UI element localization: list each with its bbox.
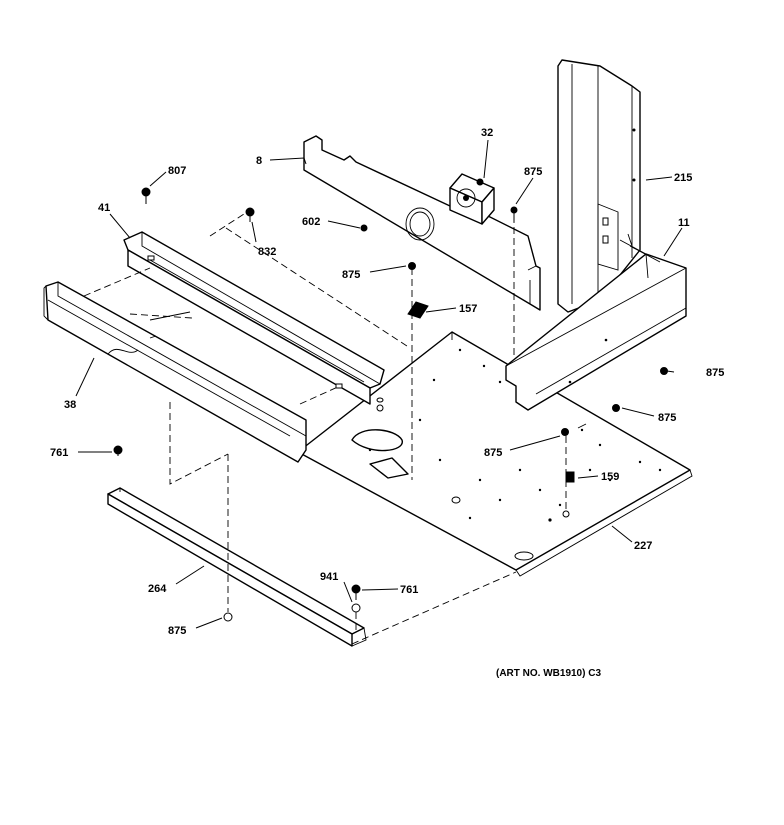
- screw-602-icon: [360, 224, 368, 232]
- callout-875-top: 875: [524, 166, 542, 178]
- screw-875-top-icon: [510, 206, 518, 222]
- callout-157: 157: [459, 303, 477, 315]
- callout-875-right2: 875: [658, 412, 676, 424]
- screw-832-icon: [245, 207, 255, 222]
- callout-875-bottom: 875: [168, 625, 186, 637]
- control-panel-38: [43, 281, 307, 463]
- callout-875-center: 875: [484, 447, 502, 459]
- fan-32: [449, 173, 495, 225]
- callout-875-mid: 875: [342, 269, 360, 281]
- callout-32: 32: [481, 127, 493, 139]
- callout-41: 41: [98, 202, 110, 214]
- callout-832: 832: [258, 246, 276, 258]
- callout-8: 8: [256, 155, 262, 167]
- callout-227: 227: [634, 540, 652, 552]
- callout-159: 159: [601, 471, 619, 483]
- art-number: (ART NO. WB1910) C3: [496, 668, 601, 679]
- side-rail-11: [505, 233, 687, 411]
- screw-761-bottom-icon: [351, 584, 361, 600]
- callout-38: 38: [64, 399, 76, 411]
- screw-875-right1-icon: [660, 367, 675, 375]
- callout-807: 807: [168, 165, 186, 177]
- leader-lines: [75, 139, 683, 629]
- screw-875-mid-icon: [408, 262, 416, 270]
- pan-dots: [368, 348, 662, 522]
- screw-875-center-icon: [561, 428, 569, 436]
- base-pan-227: [297, 331, 693, 577]
- callouts: 8 32 807 875 215 41 602 11 832 875 157 3…: [50, 127, 724, 637]
- screw-875-right2-icon: [612, 404, 620, 412]
- screw-875-bottom-icon: [223, 612, 233, 622]
- callout-761-bottom: 761: [400, 584, 418, 596]
- assembly-lines: [83, 213, 567, 645]
- callout-602: 602: [302, 216, 320, 228]
- fasteners: [113, 187, 675, 622]
- callout-941: 941: [320, 571, 338, 583]
- callout-264: 264: [148, 583, 167, 595]
- callout-11: 11: [678, 217, 690, 229]
- callout-761-left: 761: [50, 447, 68, 459]
- screw-807-icon: [141, 187, 151, 204]
- front-rail-264: [107, 487, 367, 647]
- bracket-157-icon: [407, 301, 429, 319]
- front-bracket-41: [123, 231, 385, 405]
- part-159-icon: [565, 471, 575, 483]
- callout-875-right1: 875: [706, 367, 724, 379]
- callout-215: 215: [674, 172, 692, 184]
- screw-761-left-icon: [113, 445, 123, 456]
- screw-941-icon: [351, 603, 361, 613]
- side-column-215: [557, 59, 641, 313]
